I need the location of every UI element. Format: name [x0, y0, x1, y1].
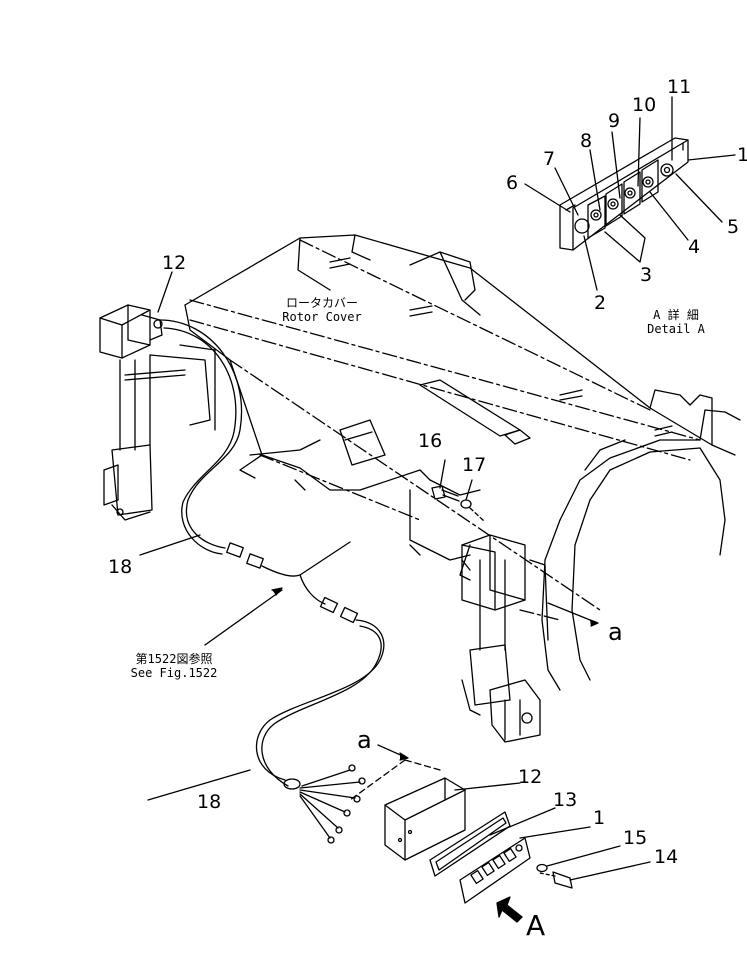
- callout-1-top: 1: [737, 144, 747, 166]
- view-a-arrow: [496, 896, 523, 923]
- callout-7: 7: [543, 148, 556, 170]
- section-marker-a-left: a: [357, 726, 372, 754]
- detail-a-note: A 詳 細 Detail A: [640, 308, 712, 336]
- callout-11: 11: [667, 76, 692, 98]
- callout-17: 17: [462, 454, 487, 476]
- callout-4: 4: [688, 236, 701, 258]
- callout-5: 5: [727, 216, 740, 238]
- leader-lines: [139, 271, 599, 801]
- view-marker-A: A: [526, 909, 546, 942]
- callout-12-bottom: 12: [518, 766, 543, 788]
- see-fig-note: 第1522図参照 See Fig.1522: [116, 652, 232, 680]
- callout-12-top: 12: [162, 252, 187, 274]
- rotor-cover-jp: ロータカバー: [285, 296, 358, 310]
- rotor-cover-en: Rotor Cover: [282, 310, 362, 324]
- callout-9: 9: [608, 110, 621, 132]
- detail-a-jp: A 詳 細: [653, 308, 699, 322]
- rotor-cover-frame: [184, 234, 741, 691]
- callout-3: 3: [640, 264, 653, 286]
- callout-15: 15: [623, 827, 648, 849]
- callout-10: 10: [632, 94, 657, 116]
- rotor-cover-note: ロータカバー Rotor Cover: [272, 296, 372, 324]
- callout-1-bottom: 1: [593, 807, 606, 829]
- detail-a-en: Detail A: [647, 322, 705, 336]
- left-lift-cylinder: [99, 304, 216, 521]
- see-fig-en: See Fig.1522: [130, 666, 218, 680]
- callout-16: 16: [418, 430, 443, 452]
- callout-6: 6: [506, 172, 519, 194]
- callout-13: 13: [553, 789, 578, 811]
- wiring-harness: [159, 319, 385, 844]
- callout-8: 8: [580, 130, 593, 152]
- callout-18-bottom: 18: [197, 791, 222, 813]
- switch-panel-detail-a: [524, 96, 736, 291]
- switch-panel-exploded: [349, 759, 651, 904]
- callout-14: 14: [654, 846, 679, 868]
- bolt-and-washer: [431, 485, 486, 523]
- callout-18-top: 18: [108, 556, 133, 578]
- see-fig-jp: 第1522図参照: [135, 652, 213, 666]
- right-lift-cylinder: [459, 534, 561, 743]
- section-marker-a-right: a: [608, 618, 623, 646]
- callout-2: 2: [594, 292, 607, 314]
